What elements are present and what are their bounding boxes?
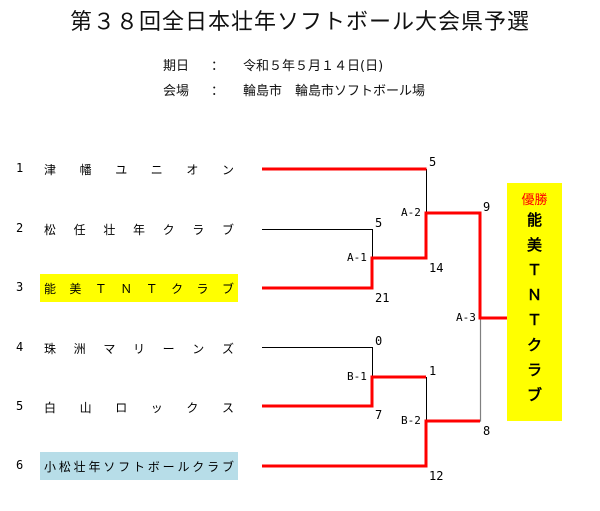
match-label-b2: B-2: [401, 414, 421, 427]
team-name: 松任壮年クラブ: [44, 222, 234, 237]
date-separator: ：: [211, 59, 225, 74]
score-b1-top: 0: [375, 334, 383, 348]
venue-row: 会場 ： 輪島市 輪島市ソフトボール場: [163, 80, 503, 99]
team-seed: 6: [16, 458, 24, 472]
champion-name-char: ラ: [526, 361, 542, 379]
team-seed: 1: [16, 161, 24, 175]
match-label-a3: A-3: [456, 311, 476, 324]
champion-name-char: ク: [526, 336, 542, 354]
team-seed: 4: [16, 340, 24, 354]
winner-lines: [262, 167, 507, 468]
champion-box: 優勝 能 美 Ｔ Ｎ Ｔ ク ラ ブ: [507, 183, 562, 421]
match-label-a2: A-2: [401, 206, 421, 219]
team-seed: 5: [16, 399, 24, 413]
match-label-b1: B-1: [347, 370, 367, 383]
champion-name-char: 美: [526, 236, 542, 254]
score-b1-bottom: 7: [375, 408, 383, 422]
date-value: 令和５年５月１４日(日): [243, 59, 384, 74]
venue-label: 会場: [163, 84, 190, 99]
venue-value: 輪島市 輪島市ソフトボール場: [243, 84, 426, 99]
team-name-highlighted: 小松壮年ソフトボールクラブ: [40, 452, 238, 480]
champion-name-char: ブ: [526, 386, 542, 404]
team-seed: 3: [16, 280, 24, 294]
score-a2-top: 5: [429, 155, 437, 169]
score-a1-top: 5: [375, 216, 383, 230]
page-title: 第３８回全日本壮年ソフトボール大会県予選: [69, 10, 530, 35]
score-b2-top: 1: [429, 364, 437, 378]
champion-name-char: 能: [526, 211, 542, 229]
match-label-a1: A-1: [347, 251, 367, 264]
team-name: 白山ロックス: [44, 400, 234, 415]
date-label: 期日: [163, 59, 190, 74]
champion-label: 優勝: [521, 193, 548, 208]
champion-name-char: Ｔ: [526, 311, 542, 329]
score-a3-bottom: 8: [483, 424, 491, 438]
score-a2-bottom: 14: [429, 261, 444, 275]
score-a1-bottom: 21: [375, 291, 390, 305]
venue-separator: ：: [211, 84, 225, 99]
team-name: 津幡ユニオン: [44, 162, 234, 177]
team-seed: 2: [16, 221, 24, 235]
champion-name-char: Ｔ: [526, 261, 542, 279]
team-name: 珠洲マリーンズ: [44, 341, 234, 356]
score-a3-top: 9: [483, 200, 491, 214]
champion-name-char: Ｎ: [526, 286, 542, 304]
date-row: 期日 ： 令和５年５月１４日(日): [163, 55, 463, 74]
score-b2-bottom: 12: [429, 469, 444, 483]
loser-lines: [262, 169, 427, 421]
